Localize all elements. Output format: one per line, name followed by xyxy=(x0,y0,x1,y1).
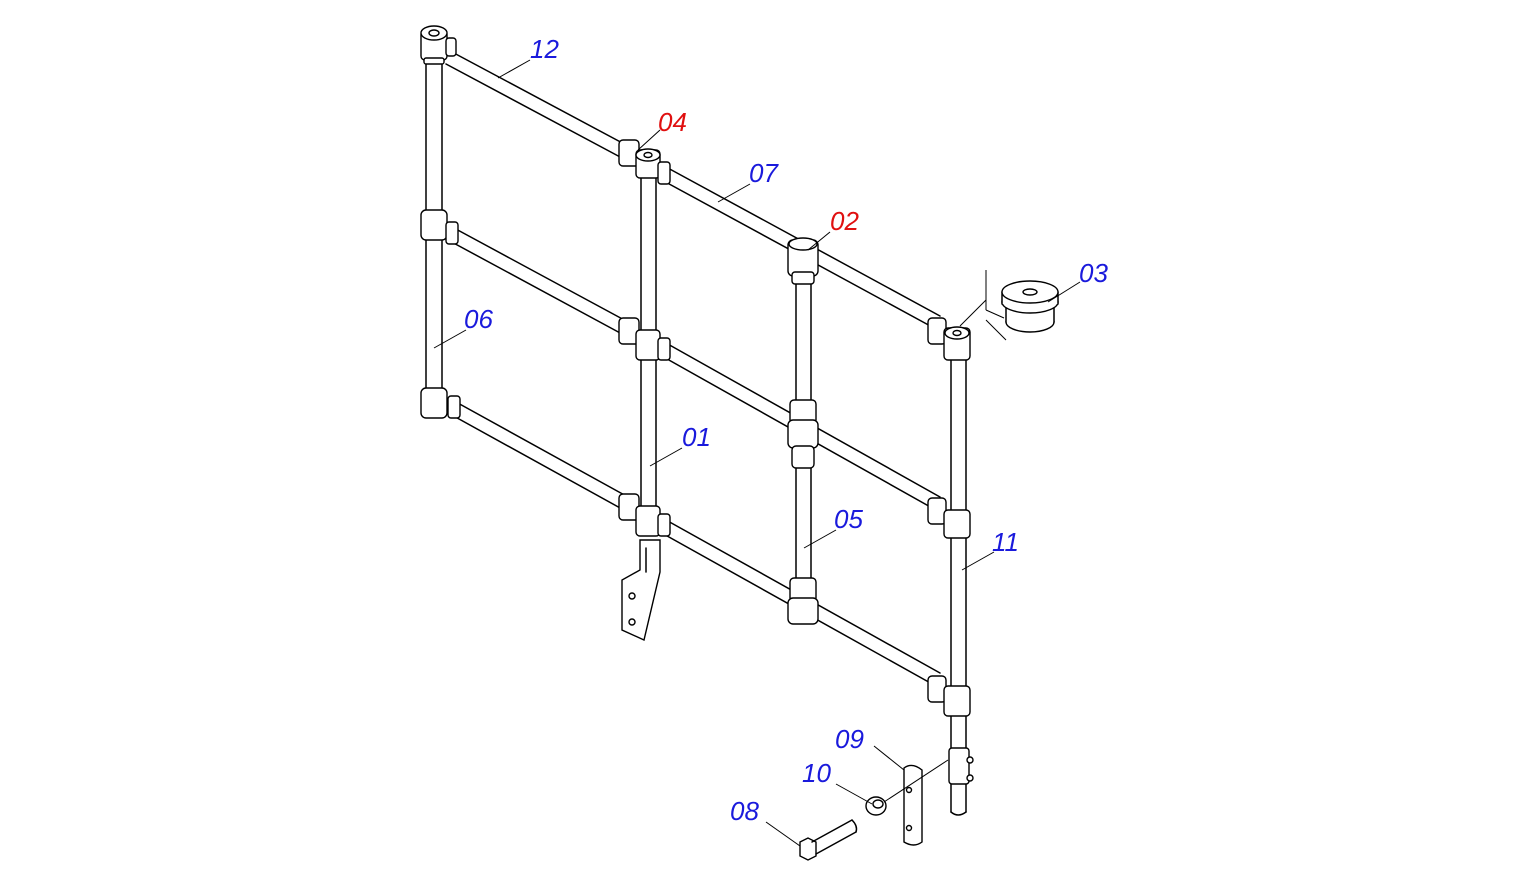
callout-07: 07 xyxy=(749,158,779,188)
right-post-base-sleeve xyxy=(948,747,974,785)
clamp-right-bottom xyxy=(927,675,971,717)
clamp-left-bottom xyxy=(420,387,461,419)
callout-12: 12 xyxy=(530,34,559,64)
clamp-fittings xyxy=(420,25,974,785)
callout-03: 03 xyxy=(1079,258,1108,288)
horizontal-rails xyxy=(445,51,941,686)
end-clamp-top-left xyxy=(420,25,457,65)
clamp-center-right-middle xyxy=(787,399,819,469)
clamp-center-left-bottom xyxy=(618,493,671,537)
top-rail-left xyxy=(445,51,629,159)
right-post xyxy=(950,339,967,816)
callout-08: 08 xyxy=(730,796,759,826)
callout-02: 02 xyxy=(830,206,859,236)
clamp-center-left-middle xyxy=(618,317,671,361)
callout-11: 11 xyxy=(992,527,1019,557)
callout-04: 04 xyxy=(658,107,687,137)
callout-labels: 12 04 07 02 03 06 01 05 11 09 10 08 xyxy=(464,34,1108,826)
cross-clamp-02 xyxy=(787,237,819,285)
middle-rail xyxy=(447,227,941,510)
end-clamp-top-right xyxy=(927,317,971,361)
bolt-08 xyxy=(799,819,858,861)
nut-10 xyxy=(865,796,887,816)
callout-09: 09 xyxy=(835,724,864,754)
callout-06: 06 xyxy=(464,304,493,334)
clamp-left-middle xyxy=(420,209,459,245)
mounting-bracket xyxy=(621,539,661,641)
end-clamp-04 xyxy=(618,139,671,185)
end-plug-03 xyxy=(959,270,1059,341)
callout-01: 01 xyxy=(682,422,711,452)
saddle-09 xyxy=(903,764,923,846)
callout-05: 05 xyxy=(834,504,863,534)
clamp-center-right-bottom xyxy=(787,577,819,625)
callout-10: 10 xyxy=(802,758,831,788)
leader-lines xyxy=(433,59,1081,847)
clamp-right-middle xyxy=(927,497,971,539)
